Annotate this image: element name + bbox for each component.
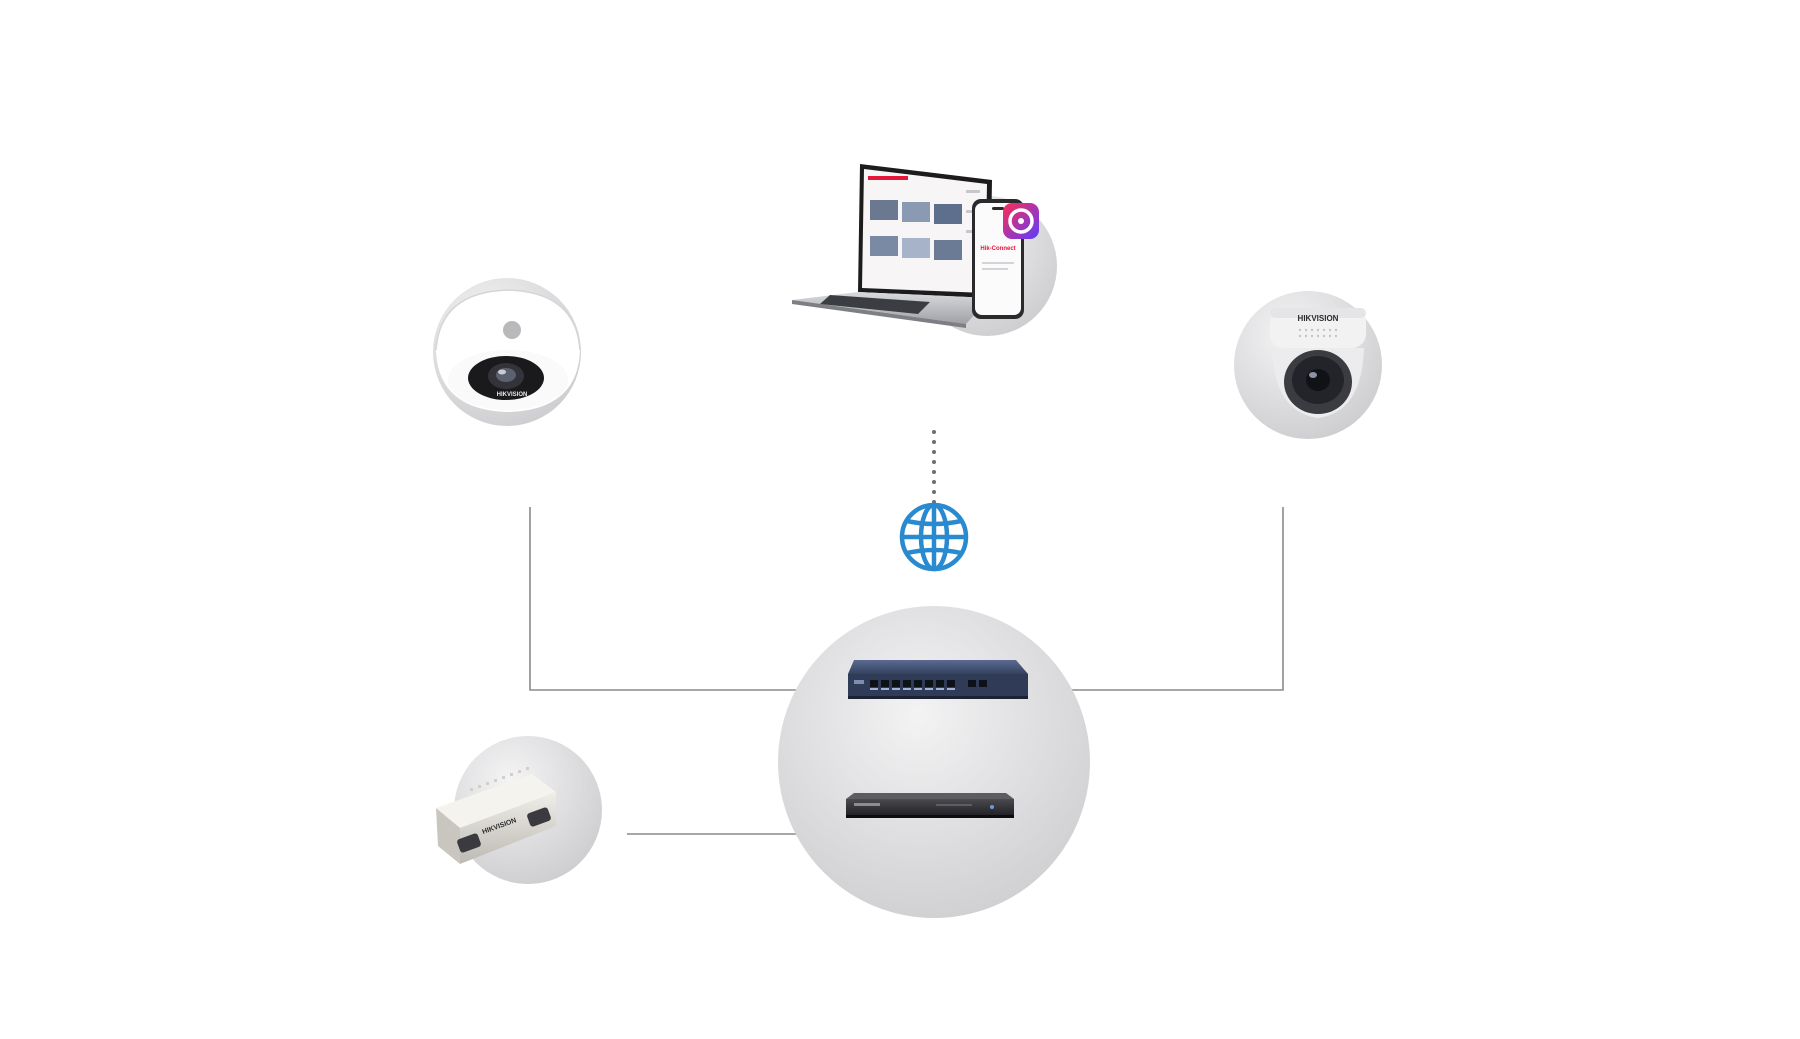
nvr-icon[interactable] — [846, 793, 1014, 818]
laptop-phone-client[interactable]: Hik-Connect — [792, 164, 1057, 336]
network-switch-icon[interactable] — [848, 660, 1028, 699]
link-dome-to-switch — [1032, 507, 1284, 691]
fisheye-camera[interactable]: HIKVISION — [433, 278, 581, 426]
dome-camera-icon: HIKVISION — [1270, 308, 1366, 418]
fisheye-camera-icon: HIKVISION — [435, 289, 581, 412]
globe-icon — [899, 502, 969, 572]
link-fisheye-to-switch — [529, 507, 822, 691]
app-label: Hik-Connect — [980, 246, 1015, 252]
hub-circle — [778, 606, 1090, 918]
hub-group — [778, 606, 1090, 918]
app-logo-icon — [1003, 203, 1039, 239]
people-counting-camera-icon: HIKVISION — [436, 767, 556, 864]
laptop-icon — [792, 164, 992, 328]
people-counting-camera[interactable]: HIKVISION — [436, 736, 602, 884]
dome-brand-label: HIKVISION — [1298, 314, 1339, 323]
dome-ptz-camera[interactable]: HIKVISION — [1234, 291, 1382, 439]
fisheye-brand-label: HIKVISION — [497, 392, 528, 398]
